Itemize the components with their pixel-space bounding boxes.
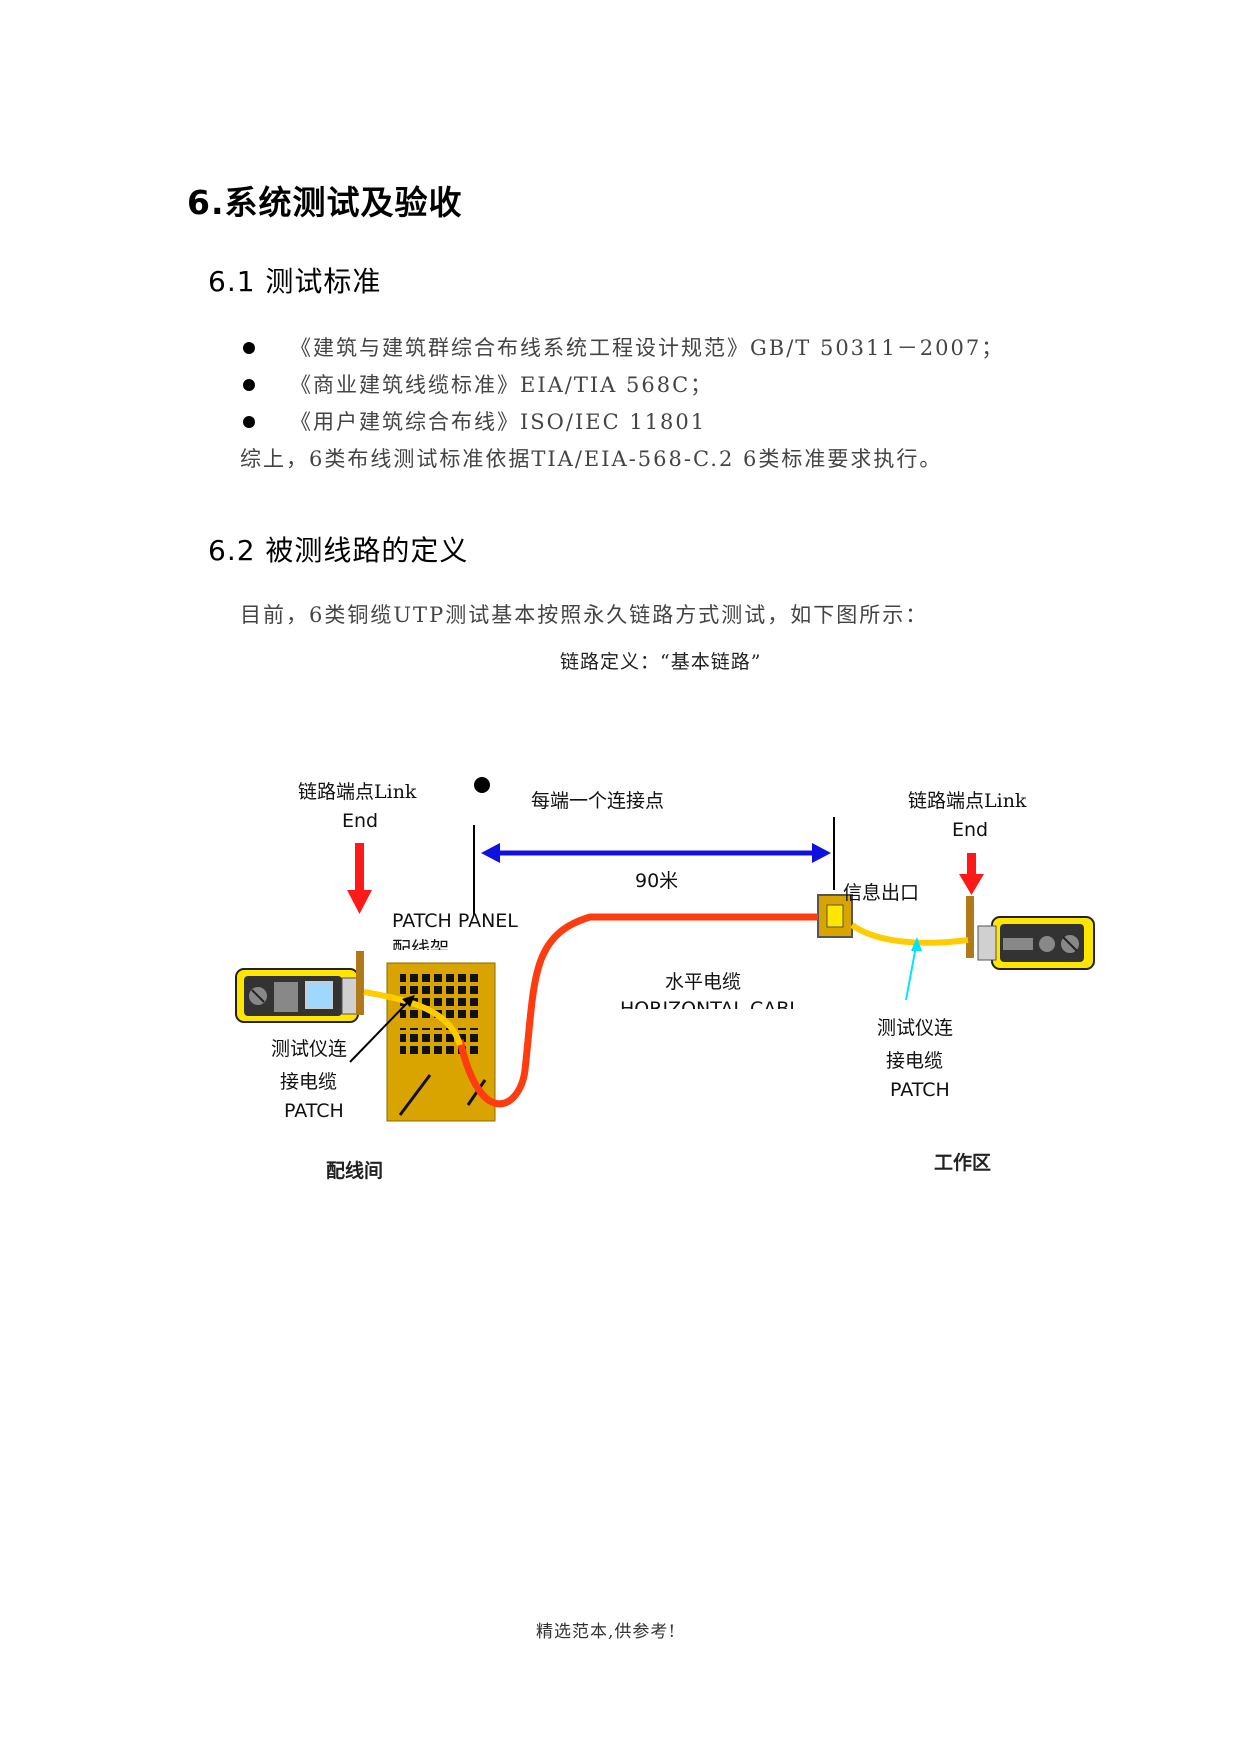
tester-connector-right (966, 896, 974, 958)
connection-point-label: 每端一个连接点 (531, 790, 665, 812)
section-title: 6.系统测试及验收 (187, 183, 463, 222)
patch-panel-cn-label: 配线架 (392, 938, 450, 950)
standard-item-1: 《建筑与建筑群综合布线系统工程设计规范》GB/T 50311－2007； (290, 336, 1005, 360)
bullet-dot (243, 342, 255, 354)
bullet-dot (243, 379, 255, 391)
summary-text: 综上，6类布线测试标准依据TIA/EIA-568-C.2 6类标准要求执行。 (240, 447, 943, 471)
left-patch-label-1: 测试仪连 (271, 1038, 348, 1060)
patch-panel-rack (386, 962, 496, 1122)
patch-panel-cn-clip: 配线架 (392, 936, 462, 950)
work-area-label: 工作区 (934, 1152, 992, 1174)
distance-label: 90米 (635, 870, 679, 892)
right-patch-label-3: PATCH (890, 1079, 950, 1101)
patch-pointer-arrow-right (905, 937, 922, 1001)
horizontal-cable-en-label: HORIZONTAL CABLE (620, 999, 800, 1009)
tester-remote-unit (977, 916, 1095, 970)
right-patch-label-2: 接电缆 (886, 1050, 944, 1072)
tester-connector-left (356, 951, 364, 1015)
link-end-arrow-right (959, 853, 984, 895)
horizontal-cable-en-clip: HORIZONTAL CABLE (620, 999, 800, 1009)
link-end-left-label: 链路端点Link (298, 781, 417, 803)
outlet-label: 信息出口 (843, 882, 920, 904)
information-outlet (817, 894, 853, 938)
distance-arrow (481, 843, 831, 863)
left-patch-label-2: 接电缆 (280, 1071, 338, 1093)
horizontal-cable (456, 913, 818, 1108)
link-end-right-label-2: End (952, 819, 989, 841)
left-patch-label-3: PATCH (284, 1100, 344, 1122)
link-end-arrow-left (347, 843, 372, 914)
subsection-title-6-1: 6.1 测试标准 (208, 265, 382, 298)
tester-main-unit (235, 968, 363, 1023)
patch-cord-right (850, 922, 969, 946)
connection-point-dot (474, 777, 490, 793)
bullet-dot (243, 416, 255, 428)
right-patch-label-1: 测试仪连 (877, 1017, 954, 1039)
link-end-left-label-2: End (342, 810, 379, 832)
standard-item-2: 《商业建筑线缆标准》EIA/TIA 568C； (290, 373, 714, 397)
patch-cord-left (363, 989, 463, 1046)
link-end-right-label: 链路端点Link (908, 790, 1027, 812)
patch-panel-label: PATCH PANEL (392, 910, 518, 932)
horizontal-cable-cn-label: 水平电缆 (665, 971, 742, 993)
subsection-title-6-2: 6.2 被测线路的定义 (208, 534, 469, 567)
intro-text: 目前，6类铜缆UTP测试基本按照永久链路方式测试，如下图所示： (240, 603, 929, 627)
standard-item-3: 《用户建筑综合布线》ISO/IEC 11801 (290, 410, 707, 434)
telecom-room-label: 配线间 (326, 1160, 384, 1182)
page-footer: 精选范本,供参考! (536, 1622, 677, 1642)
patch-pointer-arrow-left (349, 995, 415, 1063)
figure-caption: 链路定义：“基本链路” (560, 651, 762, 673)
